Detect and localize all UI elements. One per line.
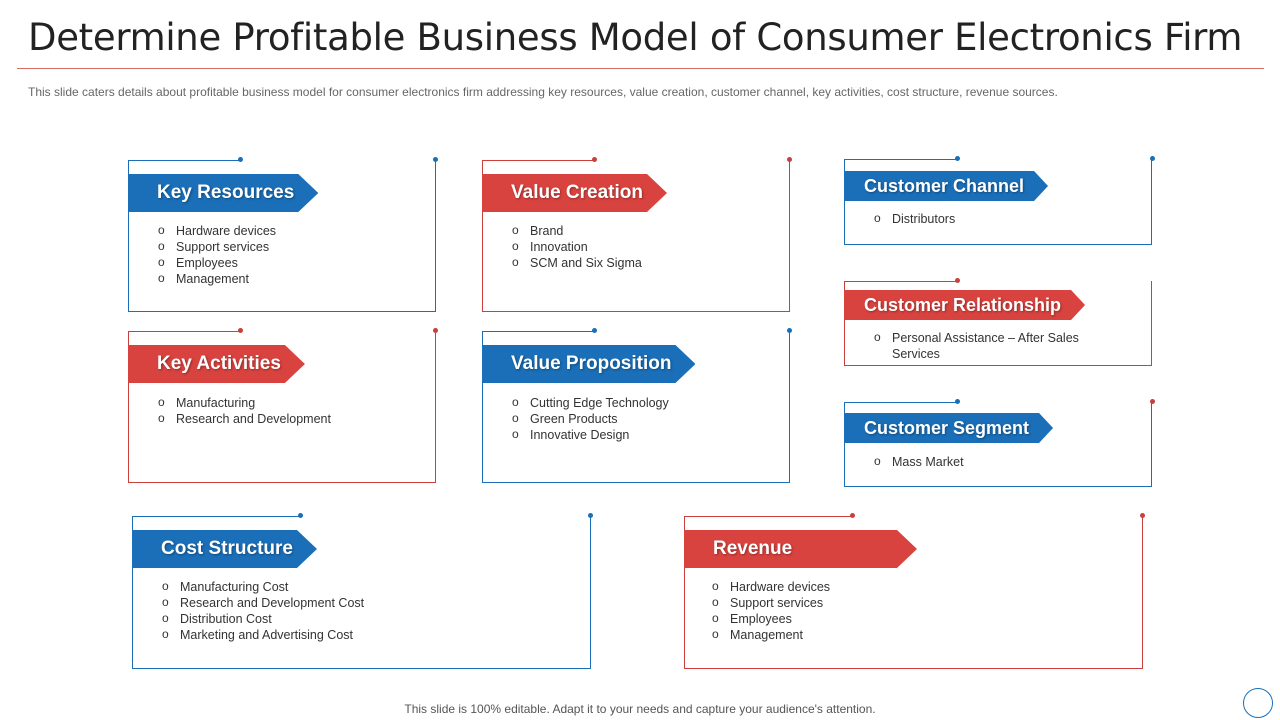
- cost-structure-banner: Cost Structure: [132, 530, 317, 568]
- key-resources-banner: Key Resources: [128, 174, 318, 212]
- circle-icon: [1243, 688, 1273, 718]
- list-item: Research and Development: [158, 410, 331, 427]
- list-item: Support services: [158, 238, 276, 255]
- connector-dot: [1140, 513, 1145, 518]
- list-item: Support services: [712, 594, 830, 611]
- value-proposition-list: Cutting Edge Technology Green Products I…: [512, 394, 669, 443]
- card-customer-channel: Customer Channel Distributors: [844, 156, 1155, 245]
- connector-dot: [433, 157, 438, 162]
- connector-dot: [850, 513, 855, 518]
- connector-dot: [955, 156, 960, 161]
- revenue-list: Hardware devices Support services Employ…: [712, 578, 830, 643]
- value-creation-list: Brand Innovation SCM and Six Sigma: [512, 222, 642, 271]
- card-value-creation: Value Creation Brand Innovation SCM and …: [482, 157, 792, 312]
- list-item: Green Products: [512, 410, 669, 427]
- card-customer-relationship: Customer Relationship Personal Assistanc…: [844, 278, 1152, 366]
- key-activities-banner: Key Activities: [128, 345, 305, 383]
- list-item: Hardware devices: [712, 578, 830, 595]
- connector-dot: [238, 328, 243, 333]
- connector-dot: [1150, 156, 1155, 161]
- connector-dot: [955, 399, 960, 404]
- list-item: Management: [158, 270, 276, 287]
- connector-dot: [1150, 399, 1155, 404]
- value-creation-banner: Value Creation: [482, 174, 667, 212]
- connector-dot: [592, 157, 597, 162]
- slide-subtitle: This slide caters details about profitab…: [28, 85, 1058, 99]
- list-item: Employees: [712, 610, 830, 627]
- list-item: Cutting Edge Technology: [512, 394, 669, 411]
- card-key-activities: Key Activities Manufacturing Research an…: [128, 328, 438, 483]
- connector-dot: [787, 328, 792, 333]
- customer-relationship-list: Personal Assistance – After Sales Servic…: [874, 329, 1124, 362]
- customer-channel-list: Distributors: [874, 210, 955, 227]
- list-item: Marketing and Advertising Cost: [162, 626, 364, 643]
- value-proposition-banner: Value Proposition: [482, 345, 695, 383]
- list-item: Mass Market: [874, 453, 964, 470]
- list-item: Management: [712, 626, 830, 643]
- cost-structure-list: Manufacturing Cost Research and Developm…: [162, 578, 364, 643]
- customer-channel-banner: Customer Channel: [844, 171, 1048, 201]
- key-resources-list: Hardware devices Support services Employ…: [158, 222, 276, 287]
- connector-dot: [238, 157, 243, 162]
- customer-segment-list: Mass Market: [874, 453, 964, 470]
- list-item: SCM and Six Sigma: [512, 254, 642, 271]
- connector-dot: [955, 278, 960, 283]
- list-item: Innovative Design: [512, 426, 669, 443]
- customer-relationship-banner: Customer Relationship: [844, 290, 1085, 320]
- list-item: Manufacturing: [158, 394, 331, 411]
- key-activities-list: Manufacturing Research and Development: [158, 394, 331, 427]
- list-item: Research and Development Cost: [162, 594, 364, 611]
- list-item: Brand: [512, 222, 642, 239]
- title-divider: [17, 68, 1264, 69]
- card-cost-structure: Cost Structure Manufacturing Cost Resear…: [132, 513, 593, 669]
- list-item: Manufacturing Cost: [162, 578, 364, 595]
- connector-dot: [298, 513, 303, 518]
- connector-dot: [592, 328, 597, 333]
- connector-dot: [433, 328, 438, 333]
- card-customer-segment: Customer Segment Mass Market: [844, 399, 1155, 487]
- revenue-banner: Revenue: [684, 530, 917, 568]
- list-item: Innovation: [512, 238, 642, 255]
- slide-title: Determine Profitable Business Model of C…: [28, 16, 1243, 59]
- list-item: Hardware devices: [158, 222, 276, 239]
- card-value-proposition: Value Proposition Cutting Edge Technolog…: [482, 328, 792, 483]
- list-item: Employees: [158, 254, 276, 271]
- list-item: Distributors: [874, 210, 955, 227]
- customer-segment-banner: Customer Segment: [844, 413, 1053, 443]
- card-key-resources: Key Resources Hardware devices Support s…: [128, 157, 438, 312]
- connector-dot: [787, 157, 792, 162]
- card-revenue: Revenue Hardware devices Support service…: [684, 513, 1145, 669]
- slide-footer: This slide is 100% editable. Adapt it to…: [404, 702, 876, 716]
- list-item: Distribution Cost: [162, 610, 364, 627]
- connector-dot: [588, 513, 593, 518]
- list-item: Personal Assistance – After Sales Servic…: [874, 329, 1124, 362]
